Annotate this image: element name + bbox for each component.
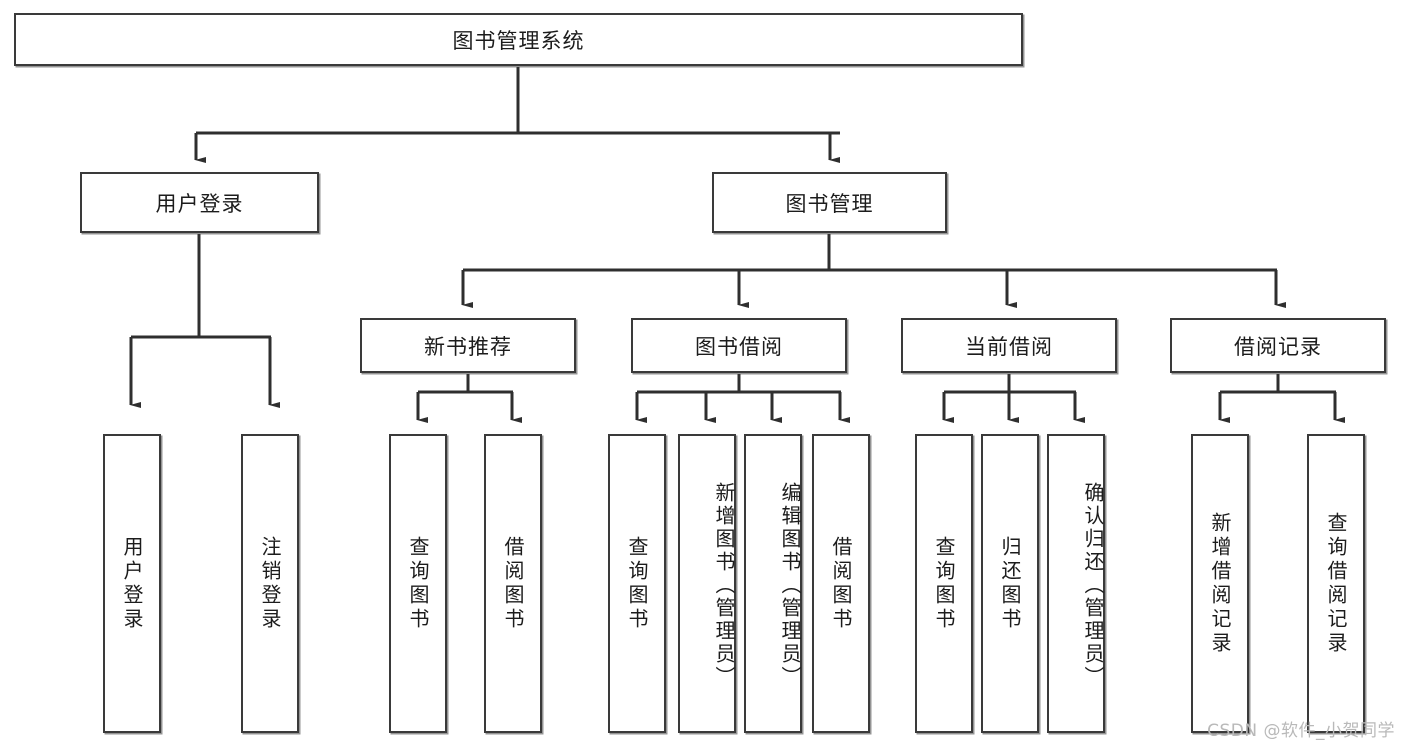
leaf-book-borrow-borrow[interactable]: 借阅图书 bbox=[812, 434, 870, 733]
leaf-current-borrow-return-label: 归还图书 bbox=[998, 535, 1022, 632]
node-borrow-record-label: 借阅记录 bbox=[1234, 334, 1322, 359]
leaf-new-book-query-label: 查询图书 bbox=[406, 535, 430, 632]
leaf-user-login-signin-label: 用户登录 bbox=[120, 535, 144, 632]
node-user-login-label: 用户登录 bbox=[155, 191, 244, 216]
node-book-management[interactable]: 图书管理 bbox=[712, 172, 947, 233]
leaf-current-borrow-query-label: 查询图书 bbox=[932, 535, 956, 632]
leaf-new-book-borrow[interactable]: 借阅图书 bbox=[484, 434, 542, 733]
leaf-book-borrow-add[interactable]: 新增图书（管理员） bbox=[678, 434, 736, 733]
node-root-system[interactable]: 图书管理系统 bbox=[14, 13, 1023, 66]
leaf-book-borrow-edit-label: 编辑图书（管理员） bbox=[778, 482, 802, 689]
node-book-management-label: 图书管理 bbox=[785, 191, 874, 216]
leaf-current-borrow-query[interactable]: 查询图书 bbox=[915, 434, 973, 733]
leaf-book-borrow-add-label: 新增图书（管理员） bbox=[712, 482, 736, 689]
leaf-user-login-signout-label: 注销登录 bbox=[258, 535, 282, 632]
csdn-watermark: CSDN @软件_小贺同学 bbox=[1207, 721, 1395, 741]
leaf-borrow-record-query-label: 查询借阅记录 bbox=[1324, 511, 1348, 656]
leaf-current-borrow-return[interactable]: 归还图书 bbox=[981, 434, 1039, 733]
node-current-borrow-label: 当前借阅 bbox=[965, 334, 1053, 359]
node-new-book-recommend[interactable]: 新书推荐 bbox=[360, 318, 576, 373]
leaf-book-borrow-query-label: 查询图书 bbox=[625, 535, 649, 632]
leaf-current-borrow-confirm-return-label: 确认归还（管理员） bbox=[1081, 482, 1105, 689]
node-user-login[interactable]: 用户登录 bbox=[80, 172, 319, 233]
leaf-user-login-signout[interactable]: 注销登录 bbox=[241, 434, 299, 733]
leaf-user-login-signin[interactable]: 用户登录 bbox=[103, 434, 161, 733]
node-borrow-record[interactable]: 借阅记录 bbox=[1170, 318, 1386, 373]
leaf-borrow-record-add-label: 新增借阅记录 bbox=[1208, 511, 1232, 656]
leaf-book-borrow-edit[interactable]: 编辑图书（管理员） bbox=[744, 434, 802, 733]
leaf-current-borrow-confirm-return[interactable]: 确认归还（管理员） bbox=[1047, 434, 1105, 733]
node-root-system-label: 图书管理系统 bbox=[452, 28, 585, 53]
leaf-new-book-borrow-label: 借阅图书 bbox=[501, 535, 525, 632]
leaf-book-borrow-borrow-label: 借阅图书 bbox=[829, 535, 853, 632]
leaf-borrow-record-query[interactable]: 查询借阅记录 bbox=[1307, 434, 1365, 733]
node-book-borrow[interactable]: 图书借阅 bbox=[631, 318, 847, 373]
node-book-borrow-label: 图书借阅 bbox=[695, 334, 783, 359]
leaf-new-book-query[interactable]: 查询图书 bbox=[389, 434, 447, 733]
node-new-book-recommend-label: 新书推荐 bbox=[424, 334, 512, 359]
node-current-borrow[interactable]: 当前借阅 bbox=[901, 318, 1117, 373]
leaf-borrow-record-add[interactable]: 新增借阅记录 bbox=[1191, 434, 1249, 733]
leaf-book-borrow-query[interactable]: 查询图书 bbox=[608, 434, 666, 733]
